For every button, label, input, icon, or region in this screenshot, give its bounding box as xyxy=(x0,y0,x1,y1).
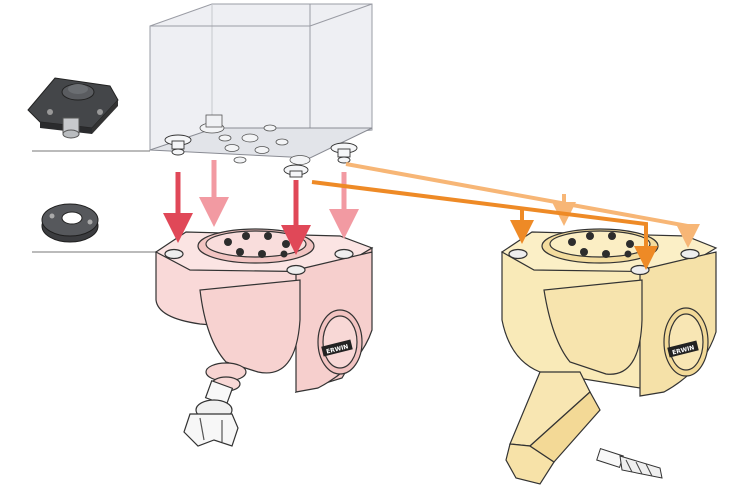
reference-ring-icon xyxy=(41,203,99,243)
arrow-orange-route xyxy=(311,180,658,270)
drill-bit-icon xyxy=(596,447,663,479)
transparent-workpiece-block xyxy=(149,3,373,178)
clamping-module-icon xyxy=(27,77,119,139)
yellow-head-clamp-discs xyxy=(568,232,634,258)
arrow-light-orange-route xyxy=(345,162,700,248)
angle-head-pink xyxy=(154,228,374,393)
milling-cutter-icon xyxy=(183,380,239,447)
angle-head-yellow xyxy=(500,228,718,397)
extension-arm-icon xyxy=(505,371,601,485)
pink-head-clamp-discs xyxy=(224,232,290,258)
